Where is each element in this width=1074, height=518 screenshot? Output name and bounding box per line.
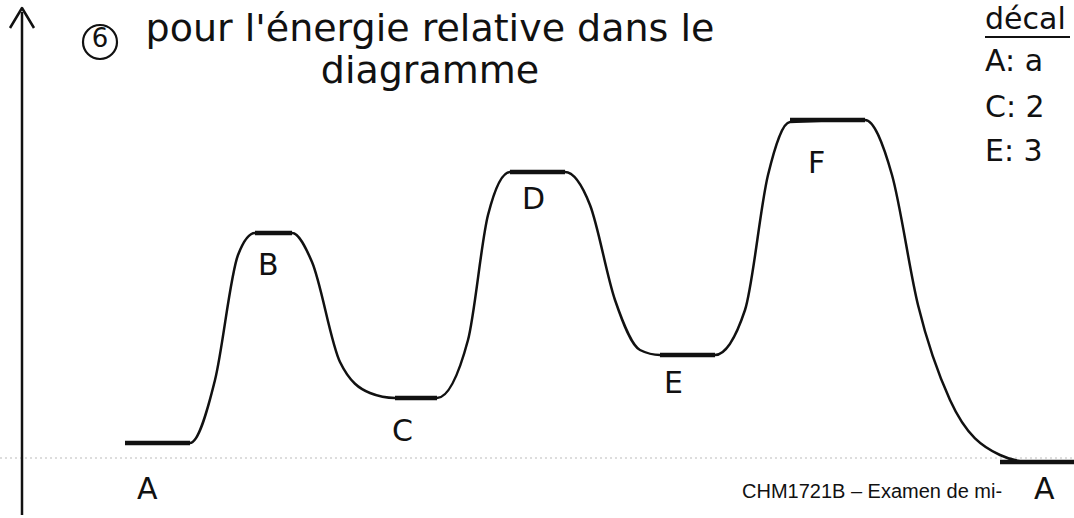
state-letter: D — [522, 182, 545, 215]
heading-text: pour l'énergie relative dans le diagramm… — [130, 8, 730, 92]
energy-level — [660, 353, 715, 358]
margin-note: E: 3 — [985, 134, 1043, 167]
callout-number: 6 — [89, 24, 111, 53]
state-letter: A — [137, 472, 158, 505]
energy-axis — [21, 12, 24, 515]
footer-text: CHM1721B – Examen de mi- — [742, 480, 1002, 502]
energy-level — [790, 118, 865, 123]
state-letter: F — [808, 146, 825, 179]
axis-arrowhead — [10, 8, 34, 28]
margin-note: C: 2 — [985, 90, 1045, 123]
energy-level — [255, 231, 292, 236]
energy-level — [395, 396, 437, 401]
energy-level — [125, 441, 190, 446]
state-letter: B — [258, 248, 279, 281]
energy-curve — [125, 120, 1074, 462]
margin-note: A: a — [985, 44, 1043, 77]
energy-level — [1000, 460, 1074, 465]
margin-note: décal — [985, 2, 1066, 35]
state-letter: C — [392, 414, 413, 447]
number-circle — [83, 25, 117, 59]
state-letter: E — [664, 366, 683, 399]
page-rule — [0, 458, 1074, 459]
underline — [985, 36, 1070, 38]
energy-level — [510, 170, 565, 175]
state-letter: A — [1034, 472, 1055, 505]
